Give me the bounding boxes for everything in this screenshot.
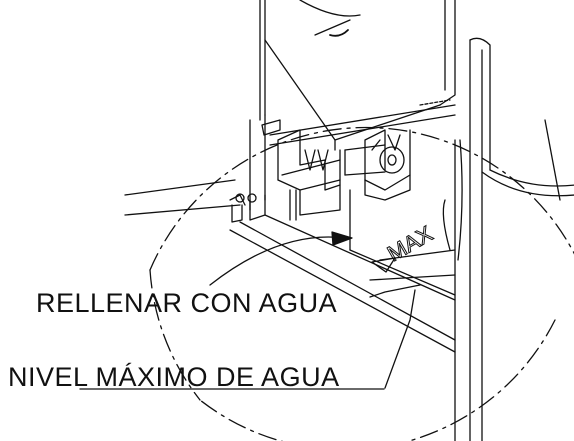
fill-flap: [124, 179, 266, 223]
leader-line-fill: [369, 284, 421, 298]
slide-rails: [269, 99, 456, 146]
fill-direction-arrowhead: [331, 231, 353, 246]
left-clip: [261, 119, 341, 221]
housing-wall: [469, 37, 574, 441]
fill-direction-arrow: [209, 236, 346, 286]
leader-line-max-level: [384, 289, 416, 389]
detail-boundary-circle: [149, 126, 574, 441]
fill-with-water-label: RELLENAR CON AGUA: [36, 288, 338, 318]
right-clip: [344, 129, 411, 201]
max-water-level-label: NIVEL MÁXIMO DE AGUA: [8, 362, 340, 392]
detail-boundary-circle-lower-left: [149, 269, 201, 401]
upper-block: [259, 0, 456, 151]
max-mark-text: MAX: [383, 221, 437, 267]
max-level-marker: [371, 257, 396, 273]
tank-inner-wall: [249, 114, 463, 441]
